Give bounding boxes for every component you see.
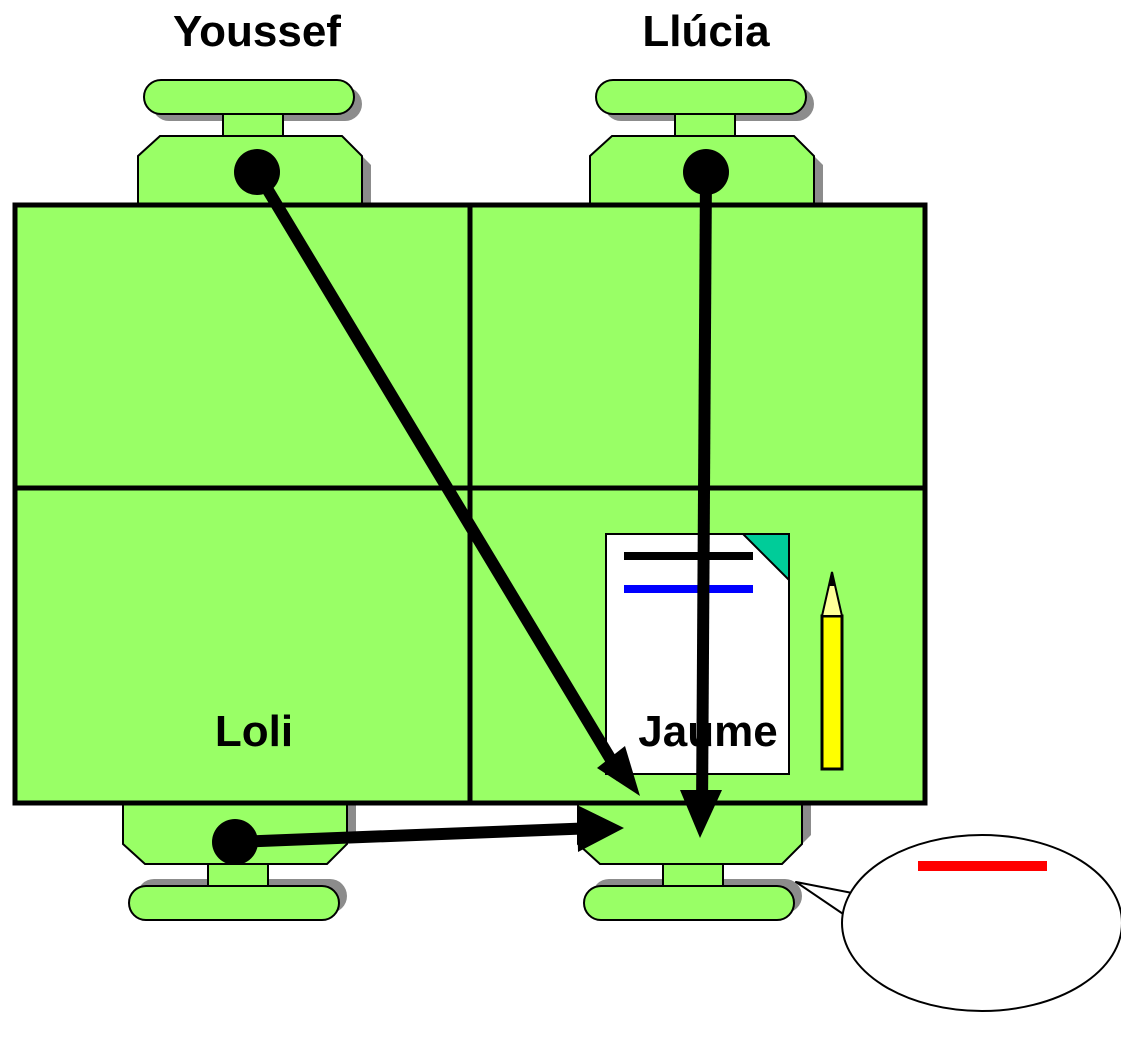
arrow-youssef-to-jaume <box>234 149 640 796</box>
table <box>12 202 928 806</box>
name-label-youssef: Youssef <box>173 7 341 56</box>
pencil-icon <box>820 571 844 771</box>
arrow-llucia-to-jaume <box>680 149 729 838</box>
arrow-loli-to-jaume <box>212 805 624 865</box>
name-label-llucia: Llúcia <box>642 7 770 56</box>
name-label-jaume: Jaume <box>638 707 777 756</box>
speech-bubble-icon <box>795 834 1121 1012</box>
name-label-loli: Loli <box>215 707 293 756</box>
